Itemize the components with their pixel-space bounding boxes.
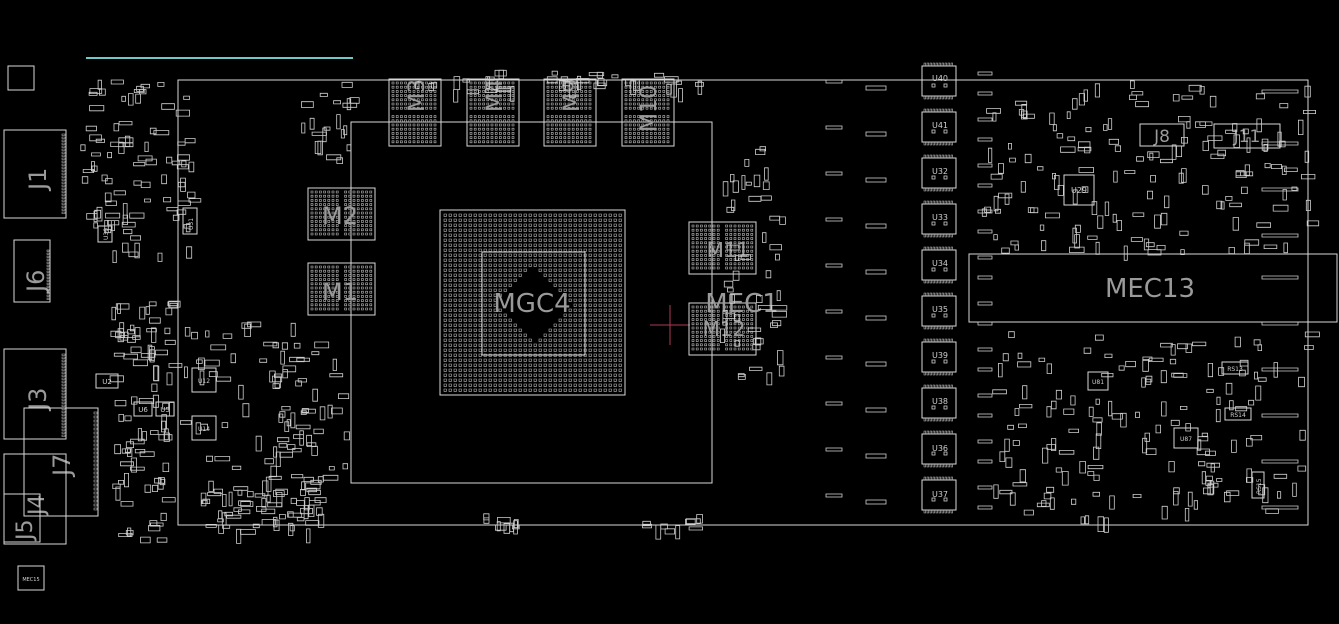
u36-label: U36 [932, 444, 948, 453]
mem-chip-m10[interactable] [621, 78, 675, 147]
mounting-mec15[interactable] [17, 565, 45, 591]
connector-j8[interactable] [1139, 123, 1185, 147]
mec13-outline [968, 253, 1338, 323]
mem-chip-m2[interactable] [307, 187, 376, 241]
j7-label: J7 [48, 454, 76, 478]
u35-label: U35 [932, 305, 948, 314]
u30-label: U30 [103, 228, 110, 240]
u41-label: U41 [932, 121, 948, 130]
u37-label: U37 [932, 490, 948, 499]
u40-label: U40 [932, 74, 948, 83]
rs14-label: RS14 [1230, 412, 1246, 419]
power-stage-u36[interactable] [825, 430, 993, 468]
mem-label-m3: M3 [405, 79, 430, 112]
mec13-label: MEC13 [1105, 274, 1195, 304]
j6-label: J6 [22, 270, 50, 294]
mem-label-m4: M4 [483, 79, 508, 112]
mec1-label: MEC1 [705, 289, 779, 319]
j8-label: J8 [1153, 127, 1170, 147]
mem-chip-m9[interactable] [543, 78, 597, 147]
u14-label: U14 [198, 426, 210, 433]
connector-j1[interactable] [3, 129, 67, 219]
power-stage-u32[interactable] [825, 154, 993, 192]
mec15-label: MEC15 [22, 577, 39, 583]
mem-chip-m4[interactable] [466, 78, 520, 147]
gpu-label: MGC4 [493, 289, 570, 319]
u32-label: U32 [932, 167, 948, 176]
rs13-label: RS13 [1227, 366, 1243, 373]
rs15-label: RS15 [1256, 478, 1263, 494]
mem-label-m2: M2 [322, 202, 358, 230]
gpu-mgc4[interactable]: MGC4 [439, 209, 626, 396]
connector-j3[interactable] [3, 348, 67, 440]
ic-u81[interactable] [1087, 371, 1109, 391]
connector-j7[interactable] [23, 407, 99, 517]
u29-label: U29 [1071, 186, 1087, 195]
power-stage-u41[interactable] [825, 108, 993, 146]
u6-label: U6 [138, 406, 148, 414]
power-stage-u40[interactable] [825, 62, 993, 100]
ic-u14[interactable] [191, 415, 217, 441]
u87-label: U87 [1180, 436, 1192, 443]
u33-label: U33 [932, 213, 948, 222]
u5-label: U5 [160, 406, 170, 414]
u39-label: U39 [932, 351, 948, 360]
power-stage-u33[interactable] [825, 200, 993, 238]
u31-label: U31 [188, 218, 195, 230]
j1-label: J1 [24, 168, 52, 192]
connector-j6[interactable] [13, 239, 51, 303]
power-stage-u35[interactable] [825, 292, 993, 330]
ic-u6[interactable] [133, 401, 153, 417]
mem-label-m10: M10 [637, 85, 662, 132]
crosshair-marker [650, 305, 690, 345]
u34-label: U34 [932, 259, 948, 268]
j4-label: J4 [25, 495, 50, 518]
mem-chip-m11[interactable] [688, 221, 757, 275]
ic-u2[interactable] [95, 373, 119, 389]
connector-j5[interactable] [3, 493, 41, 543]
power-stage-u38[interactable] [825, 384, 993, 422]
mem-chip-m1[interactable] [307, 262, 376, 316]
u2-label: U2 [102, 378, 112, 386]
ic-u31[interactable] [182, 207, 198, 235]
mem-chip-m12[interactable] [688, 302, 757, 356]
power-stage-u39[interactable] [825, 338, 993, 376]
power-stage-u34[interactable] [825, 246, 993, 284]
u81-label: U81 [1092, 379, 1104, 386]
power-stage-u37[interactable] [825, 476, 993, 514]
j5-label: J5 [13, 520, 38, 543]
resistor-rs14[interactable] [1224, 407, 1252, 421]
smd-components [46, 69, 1320, 544]
mem-label-m1: M1 [322, 278, 358, 306]
u38-label: U38 [932, 397, 948, 406]
ic-u29[interactable] [1063, 174, 1095, 206]
mounting-top-left [7, 65, 35, 91]
